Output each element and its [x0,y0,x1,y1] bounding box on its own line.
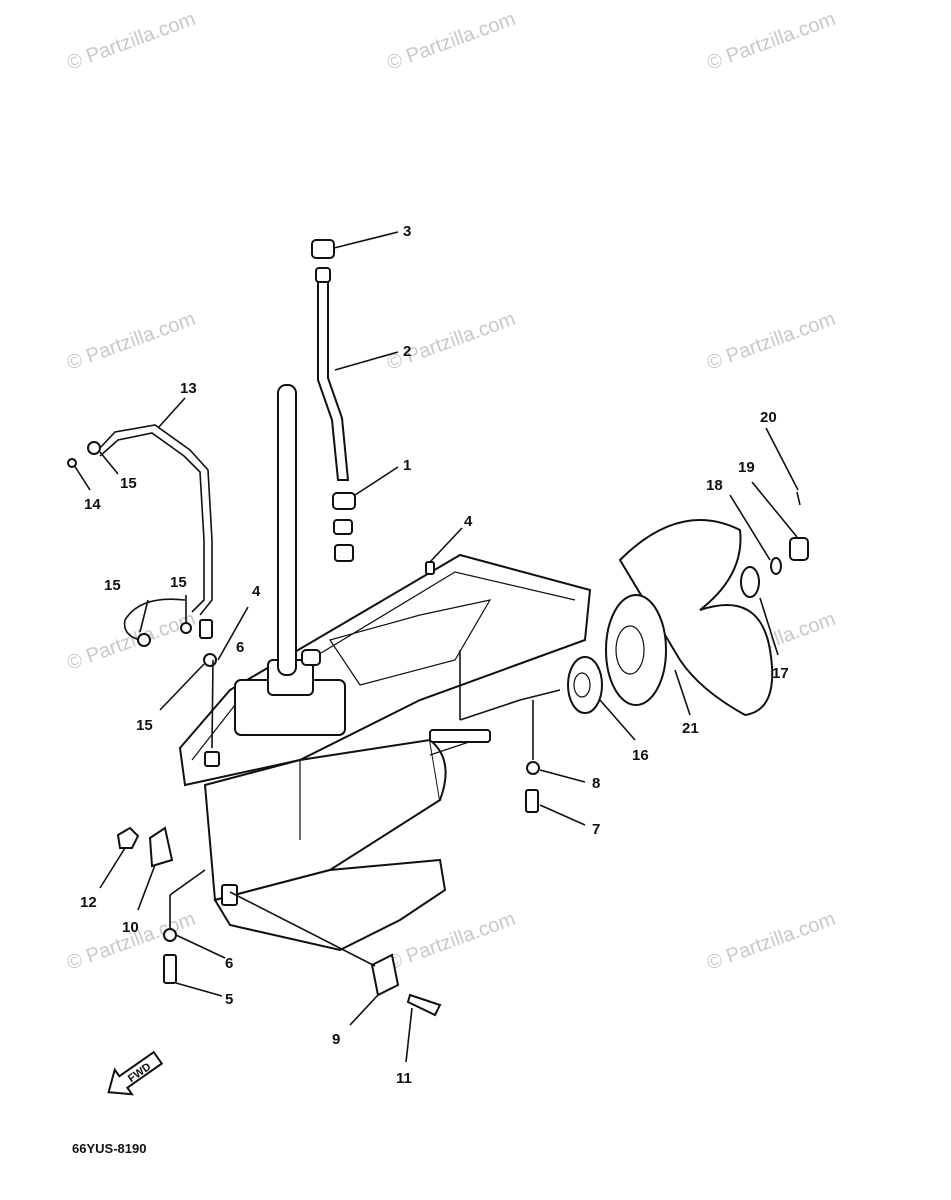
callout-5: 5 [225,991,233,1008]
arrow-icon [107,1050,164,1096]
thrust-washer [567,656,603,714]
gasket [329,599,492,686]
callout-9: 9 [332,1031,340,1048]
callout-6: 6 [225,955,233,972]
propeller-shaft [429,729,491,743]
callout-19: 19 [738,459,755,476]
watermark: © Partzilla.com [704,908,838,975]
watermark: © Partzilla.com [64,608,198,675]
part-code: 66YUS-8190 [72,1141,146,1156]
washer [770,557,782,575]
callout-7: 7 [592,821,600,838]
watermark: © Partzilla.com [64,908,198,975]
shift-rod [317,279,350,481]
callout-10: 10 [122,919,139,936]
callout-3: 3 [403,223,411,240]
watermark: © Partzilla.com [704,8,838,75]
callout-16: 16 [632,747,649,764]
fwd-arrow: FWD [107,1050,164,1096]
callout-15: 15 [120,475,137,492]
callout-14: 14 [84,496,101,513]
bushing [332,492,356,510]
watermark: © Partzilla.com [64,8,198,75]
watermark: © Partzilla.com [384,8,518,75]
anode [370,953,400,997]
propeller-assembly [567,491,809,717]
watermark: © Partzilla.com [704,308,838,375]
hose-clip [87,441,101,455]
water-hose [67,424,217,667]
callout-12: 12 [80,894,97,911]
callout-17: 17 [772,665,789,682]
shift-rod-cap [311,239,335,259]
spacer [740,566,760,598]
callout-15: 15 [136,717,153,734]
callout-1: 1 [403,457,411,474]
callout-numbers: 3 2 1 4 13 15 14 15 15 4 6 15 20 19 18 1… [80,223,789,1087]
leader-lines [73,231,799,1063]
callout-21: 21 [682,720,699,737]
watermark: © Partzilla.com [384,308,518,375]
callout-15: 15 [170,574,187,591]
propeller [618,519,774,717]
fasteners [116,561,540,1017]
callout-18: 18 [706,477,723,494]
callout-8: 8 [592,775,600,792]
callout-6: 6 [236,639,244,656]
drive-shaft [277,384,297,676]
lower-unit-housing [178,384,592,952]
callout-11: 11 [396,1070,412,1087]
watermark: © Partzilla.com [64,308,198,375]
callout-4: 4 [464,513,473,530]
trim-tab [148,826,174,868]
callout-15: 15 [104,577,121,594]
shift-rod-assembly [311,239,356,562]
propeller-nut [789,537,809,561]
callout-2: 2 [403,343,411,360]
callout-4: 4 [252,583,261,600]
callout-20: 20 [760,409,777,426]
callout-13: 13 [180,380,197,397]
